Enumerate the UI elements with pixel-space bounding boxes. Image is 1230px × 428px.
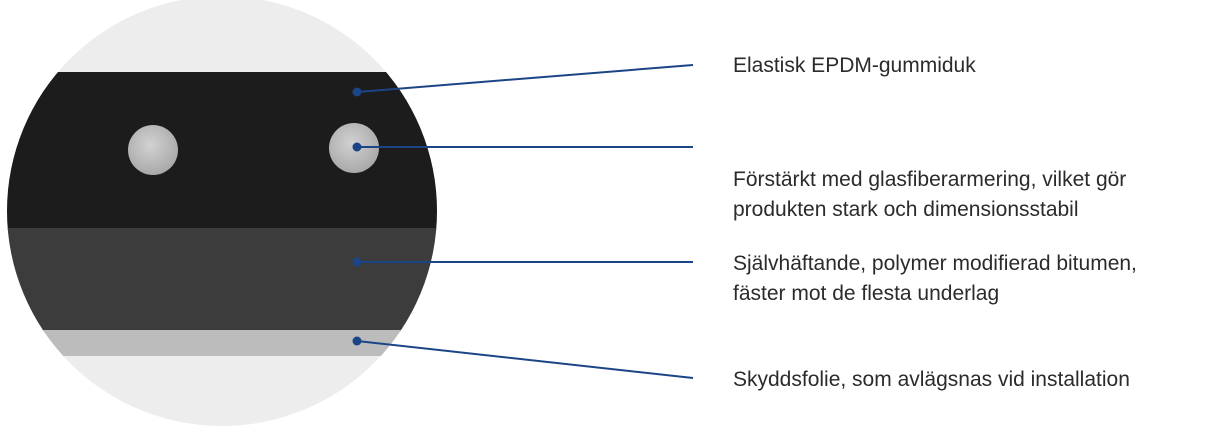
epdm-layer: [7, 72, 437, 230]
label-epdm-line-1: Elastisk EPDM-gummiduk: [733, 54, 976, 77]
leader-endpoints: [352, 87, 362, 346]
label-film-line-1: Skyddsfolie, som avlägsnas vid installat…: [733, 368, 1130, 391]
label-bitumen: Självhäftande, polymer modifierad bitume…: [733, 249, 1228, 309]
label-film: Skyddsfolie, som avlägsnas vid installat…: [733, 365, 1228, 395]
leader-dot-bitumen: [352, 257, 362, 267]
leader-line-film: [356, 340, 694, 379]
label-fiberglass-line-2: produkten stark och dimensionsstabil: [733, 198, 1079, 221]
label-bitumen-line-1: Självhäftande, polymer modifierad bitume…: [733, 252, 1137, 275]
label-fiberglass: Förstärkt med glasfiberarmering, vilket …: [733, 165, 1228, 225]
leader-line-epdm: [356, 64, 694, 93]
label-fiberglass-line-1: Förstärkt med glasfiberarmering, vilket …: [733, 168, 1127, 191]
leader-dot-fiberglass: [352, 142, 362, 152]
leader-dot-film: [352, 336, 362, 346]
fiberglass-dot-left: [128, 125, 178, 175]
label-bitumen-line-2: fäster mot de flesta underlag: [733, 282, 1000, 305]
label-epdm: Elastisk EPDM-gummiduk: [733, 51, 1228, 81]
leader-dot-epdm: [352, 87, 362, 97]
bitumen-layer: [7, 228, 437, 332]
leader-lines: [356, 64, 694, 379]
protective-film-layer: [7, 330, 437, 356]
